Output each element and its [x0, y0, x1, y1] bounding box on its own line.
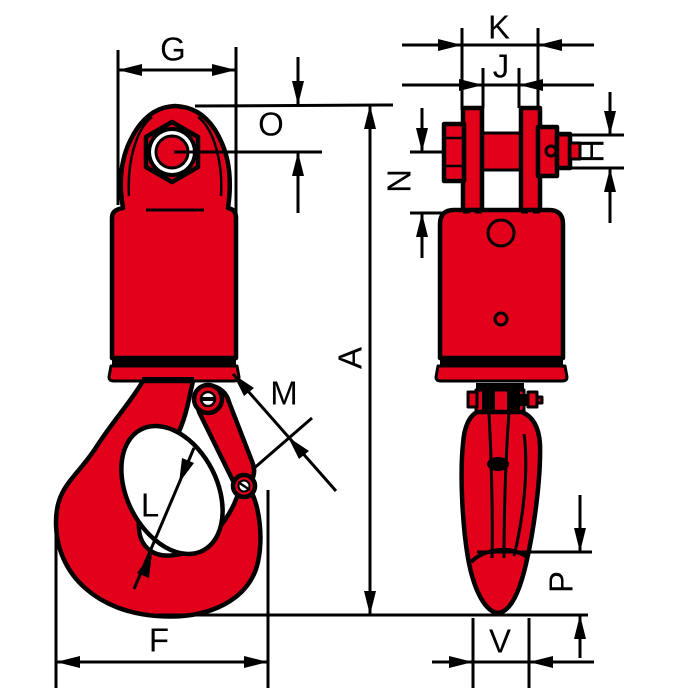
dim-A: A [332, 105, 376, 615]
front-view [53, 103, 263, 619]
swivel-bar-left [482, 387, 495, 410]
dim-label-o: O [258, 106, 284, 143]
dim-M-line [231, 373, 338, 492]
side-bolt-shaft [480, 131, 523, 172]
dimensions: G O A M [54, 9, 624, 688]
dim-label-f: F [149, 622, 169, 659]
dim-K: K [402, 9, 594, 110]
side-flange [434, 364, 569, 383]
dim-H: H [558, 92, 624, 223]
side-latch-edge [512, 433, 528, 557]
dim-O: O [174, 57, 394, 213]
dim-O-ref-top [194, 103, 394, 108]
dim-M-ext [251, 416, 313, 472]
dim-V-ext [471, 618, 531, 688]
dim-L: L [132, 447, 196, 590]
front-band [112, 357, 236, 366]
dim-label-h: H [574, 139, 611, 163]
side-pin-nub [568, 141, 582, 161]
side-hole-large [486, 218, 516, 248]
dome-contour-right [197, 116, 223, 197]
dim-label-a: A [332, 347, 369, 369]
side-body [437, 207, 566, 361]
side-hook-edge-right [502, 412, 511, 559]
side-hex-nut [441, 121, 467, 184]
dim-J: J [402, 48, 594, 108]
swivel-nub-left [466, 390, 479, 409]
side-hook [459, 409, 543, 616]
side-latch-blob [487, 457, 509, 471]
side-band [440, 357, 563, 366]
dim-N-ext [410, 150, 444, 215]
dim-M: M [231, 373, 338, 492]
dim-label-m: M [270, 375, 298, 412]
dim-label-n: N [381, 169, 418, 193]
dim-H-ext [558, 133, 624, 170]
dim-label-g: G [160, 31, 186, 68]
side-cotter-pin [544, 144, 558, 158]
swivel-top-strip [476, 383, 524, 392]
front-upper-body [109, 103, 239, 361]
side-nut-chamfers [444, 136, 464, 168]
dim-G: G [116, 31, 238, 215]
dim-label-j: J [493, 48, 510, 85]
dim-F-ext [54, 490, 270, 688]
side-hook-edge-left [487, 412, 494, 559]
dim-label-k: K [488, 9, 510, 46]
dim-N: N [381, 108, 444, 258]
dim-label-p: P [543, 571, 580, 593]
side-hole-small [493, 311, 509, 327]
swivel-bar-right [507, 387, 520, 410]
dim-G-ext [116, 47, 238, 215]
dim-J-ext [481, 68, 521, 108]
side-bolt-head [554, 131, 573, 171]
side-saddle-arc [469, 547, 529, 564]
side-view [434, 105, 582, 616]
dim-label-l: L [141, 487, 159, 524]
hook-eye [119, 423, 225, 557]
dim-K-ext [460, 28, 540, 110]
dim-V: V [432, 618, 594, 688]
swivel-pin-right [535, 395, 544, 405]
dim-label-v: V [489, 623, 511, 660]
dim-F: F [54, 490, 270, 688]
dim-P: P [477, 495, 592, 658]
swivel-block-right [520, 394, 528, 406]
dome-contour-left [127, 116, 153, 197]
latch-bolt-slot [237, 480, 251, 492]
front-flange [107, 364, 241, 383]
